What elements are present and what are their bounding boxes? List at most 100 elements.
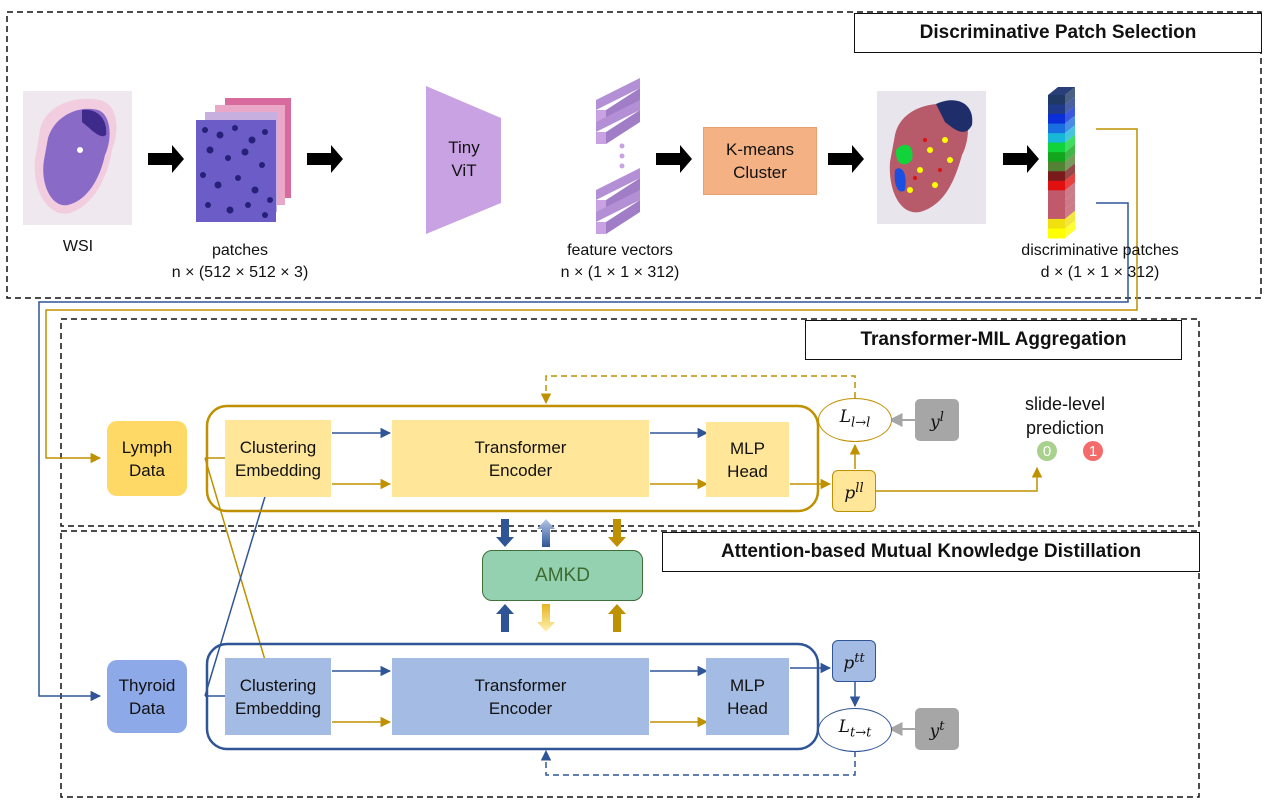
disc-bar-segment <box>1048 190 1065 201</box>
yt-text: yt <box>930 715 945 744</box>
route-blue-to-thyroid <box>38 202 1129 702</box>
yl-sup: l <box>939 409 944 425</box>
lymph-branch-frame <box>205 404 820 513</box>
disc-bar-segment-side <box>1065 106 1075 124</box>
lymph-loss-feedback <box>540 375 856 405</box>
feature-vector-bar <box>596 100 640 144</box>
lymph-loss: Ll→l <box>818 398 892 442</box>
kmeans-line1: K-means <box>725 140 795 159</box>
lymph-loss-text: Ll→l <box>840 406 871 434</box>
thyroid-branch-frame <box>205 642 820 751</box>
yt-base: y <box>929 721 940 742</box>
kmeans-line2: Cluster <box>733 163 787 182</box>
disc-bar-segment-side <box>1065 163 1075 181</box>
disc-bar-segment-side <box>1065 172 1075 191</box>
disc-bar-segment-side <box>1065 153 1075 172</box>
arrow-down-lightgold-bottom <box>537 604 555 632</box>
disc-bar-segment-side <box>1065 125 1075 143</box>
disc-bar-segment-side <box>1065 144 1075 162</box>
arrow-kmeans-to-map <box>828 145 864 173</box>
amkd-exchange-arrows <box>496 519 626 632</box>
pll-sup: ll <box>855 480 864 496</box>
thyroid-encoder-line1: Transformer <box>474 675 567 695</box>
thyroid-loss-base: L <box>838 716 850 737</box>
disc-bar-segment-side <box>1065 210 1075 229</box>
disc-bar-segment-side <box>1065 87 1075 105</box>
disc-bar-segment-side <box>1065 182 1075 200</box>
disc-bar-segment <box>1048 142 1065 153</box>
lymph-label-yl: yl <box>915 399 959 441</box>
lymph-clustering-embedding: Clustering Embedding <box>225 420 331 497</box>
section-title-patch-selection: Discriminative Patch Selection <box>854 13 1262 53</box>
prediction-class-0: 0 <box>1037 441 1057 461</box>
lymph-embedding-line1: Clustering <box>239 437 317 457</box>
slide-level-line1: slide-level <box>1024 394 1106 414</box>
arrow-wsi-to-patches <box>148 145 184 173</box>
thyroid-loss: Lt→t <box>818 708 892 752</box>
section-title-text: Attention-based Mutual Knowledge Distill… <box>720 541 1142 562</box>
thyroid-mlp-head: MLP Head <box>706 658 789 735</box>
feature-vectors-label: feature vectors <box>567 242 673 259</box>
disc-bar-segment <box>1048 133 1065 144</box>
lymph-transformer-encoder: Transformer Encoder <box>392 420 649 497</box>
ptt-text: ptt <box>843 647 864 676</box>
lymph-encoder-line2: Encoder <box>488 460 553 480</box>
lymph-data-line2: Data <box>129 460 165 480</box>
discriminative-patches-label: discriminative patches <box>1021 242 1179 259</box>
amkd-label: AMKD <box>535 565 590 586</box>
wsi-image <box>23 91 132 225</box>
disc-bar-segment <box>1048 114 1065 125</box>
arrow-map-to-disc <box>1003 145 1039 173</box>
mil-aggregation-frame <box>60 318 1200 527</box>
thyroid-loss-feedback <box>540 749 856 776</box>
lymph-loss-sub: l→l <box>851 415 871 431</box>
slide-level-prediction-caption: slide-level prediction <box>1010 392 1120 440</box>
arrow-up-gold-bottom <box>608 604 626 632</box>
pll-text: pll <box>844 477 863 506</box>
disc-bar-segment <box>1048 228 1065 239</box>
thyroid-loss-text: Lt→t <box>839 716 872 744</box>
thyroid-encoder-line2: Encoder <box>488 698 553 718</box>
pll-to-slide-prediction <box>876 466 1043 492</box>
disc-bar-segment <box>1048 123 1065 134</box>
amkd-block: AMKD <box>482 550 643 601</box>
lymph-embedding-line2: Embedding <box>234 460 321 480</box>
thyroid-data-block: Thyroid Data <box>107 660 187 733</box>
lymph-data-line1: Lymph <box>121 437 173 457</box>
prediction-class-1-label: 1 <box>1088 442 1098 460</box>
disc-bar-segment <box>1048 218 1065 229</box>
disc-bar-segment-side <box>1065 96 1075 115</box>
prediction-class-1: 1 <box>1083 441 1103 461</box>
slide-level-line2: prediction <box>1025 418 1105 438</box>
thyroid-loss-sub: t→t <box>849 725 872 741</box>
section-title-text: Transformer-MIL Aggregation <box>860 329 1127 350</box>
yl-text: yl <box>930 406 944 435</box>
disc-bar-segment-side <box>1065 201 1075 219</box>
feature-vectors-caption: feature vectors n × (1 × 1 × 312) <box>545 240 695 284</box>
tiny-vit-line2: ViT <box>451 161 477 180</box>
disc-bar-segment-side <box>1065 220 1075 238</box>
yt-sup: t <box>939 718 945 734</box>
patches-caption: patches n × (512 × 512 × 3) <box>170 240 310 284</box>
section-title-amkd: Attention-based Mutual Knowledge Distill… <box>662 532 1200 572</box>
arrow-down-blue-top <box>496 519 514 547</box>
arrow-up-blue-bottom <box>496 604 514 632</box>
pll-base: p <box>844 483 856 504</box>
disc-bar-segment-side <box>1065 191 1075 210</box>
lymph-head-line2: Head <box>727 461 768 481</box>
disc-bar-segment <box>1048 171 1065 182</box>
ptt-sup: tt <box>854 650 865 666</box>
kmeans-cluster-block: K-means Cluster <box>703 127 817 195</box>
amkd-frame <box>60 530 1200 798</box>
disc-bar-segment <box>1048 95 1065 106</box>
lymph-mlp-head: MLP Head <box>706 422 789 497</box>
disc-bar-segment <box>1048 199 1065 210</box>
feature-vector-bar <box>596 190 640 234</box>
thyroid-data-line1: Thyroid <box>118 675 176 695</box>
thyroid-to-lymph-embedding <box>204 458 279 697</box>
discriminative-patches-shape: d × (1 × 1 × 312) <box>1040 264 1160 281</box>
tiny-vit-label: Tiny ViT <box>430 130 498 188</box>
lymph-prediction-pll: pll <box>832 470 876 512</box>
thyroid-embedding-line1: Clustering <box>239 675 317 695</box>
